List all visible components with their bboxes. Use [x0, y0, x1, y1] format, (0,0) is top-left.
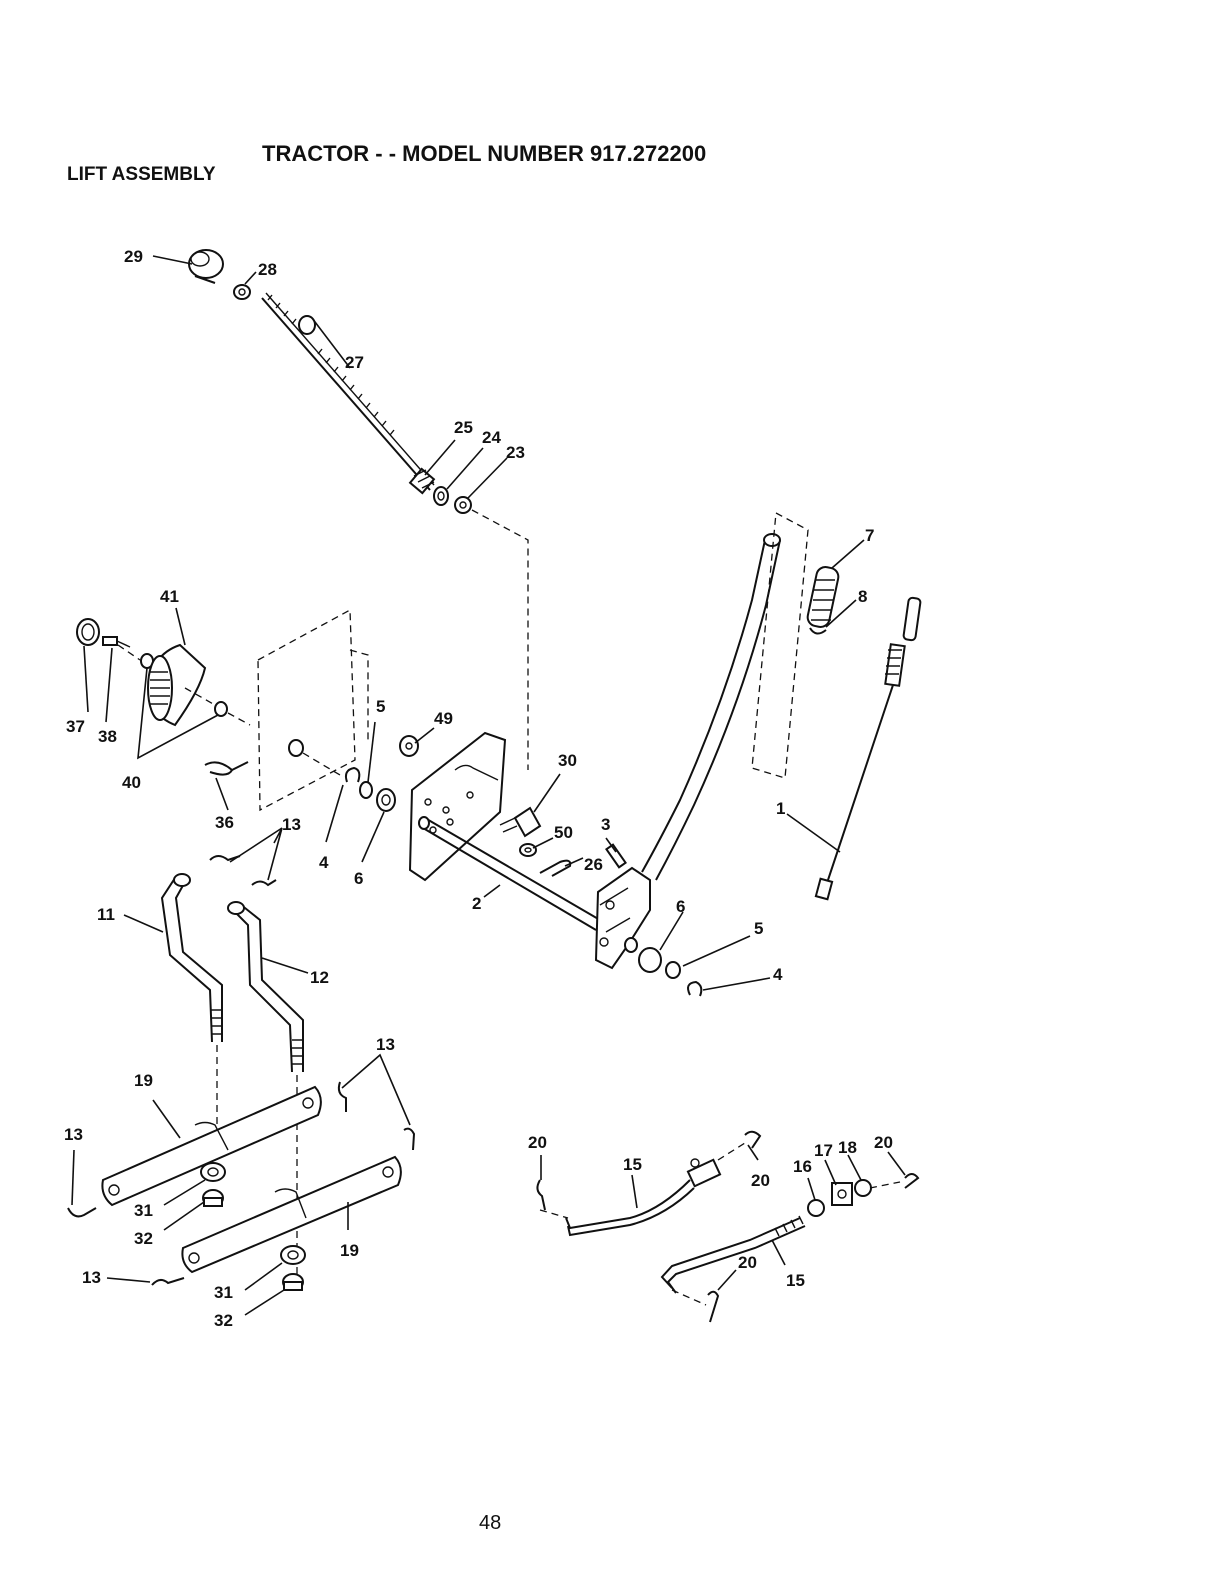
callout-15-b: 15 — [786, 1271, 805, 1290]
trunnion-17 — [832, 1183, 852, 1205]
knob-29 — [189, 250, 223, 283]
callout-13-a: 13 — [282, 815, 301, 834]
retainer-4-left — [346, 768, 359, 782]
callout-20-b: 20 — [751, 1171, 770, 1190]
spring-clip-36 — [205, 762, 248, 775]
clip-13-lower-d — [152, 1278, 184, 1285]
callout-19-a: 19 — [134, 1071, 153, 1090]
washer-49 — [400, 736, 418, 756]
callout-6-left: 6 — [354, 869, 363, 888]
callout-41: 41 — [160, 587, 179, 606]
callout-5-right: 5 — [754, 919, 763, 938]
ferrule-16 — [808, 1200, 824, 1216]
callout-50: 50 — [554, 823, 573, 842]
pin-3 — [606, 845, 625, 868]
callout-38: 38 — [98, 727, 117, 746]
callout-31-b: 31 — [214, 1283, 233, 1302]
callout-8: 8 — [858, 587, 867, 606]
nut-28 — [234, 285, 250, 299]
callout-15-a: 15 — [623, 1155, 642, 1174]
callout-16: 16 — [793, 1157, 812, 1176]
callout-31-a: 31 — [134, 1201, 153, 1220]
callout-2: 2 — [472, 894, 481, 913]
bushing-31-upper — [201, 1163, 225, 1181]
callout-30: 30 — [558, 751, 577, 770]
callout-4-right: 4 — [773, 965, 783, 984]
pin-bracket-30 — [500, 808, 540, 836]
cotter-pin-26 — [540, 861, 570, 876]
frame-panel — [258, 610, 355, 810]
callout-13-d: 13 — [82, 1268, 101, 1287]
callout-1: 1 — [776, 799, 785, 818]
callout-32-b: 32 — [214, 1311, 233, 1330]
mounting-plate — [410, 733, 505, 880]
bearing-6-right — [625, 938, 661, 972]
washer-24 — [434, 487, 448, 505]
callout-37: 37 — [66, 717, 85, 736]
clip-20-d — [708, 1292, 718, 1322]
cable-1 — [816, 597, 921, 899]
callout-4-left: 4 — [319, 853, 329, 872]
callout-18: 18 — [838, 1138, 857, 1157]
adjustment-rod-27 — [262, 293, 434, 490]
spring-8 — [810, 628, 826, 634]
nut-18 — [855, 1180, 871, 1196]
bushing-31-lower — [281, 1246, 305, 1264]
callout-6-right: 6 — [676, 897, 685, 916]
washer-50 — [520, 844, 536, 856]
lift-lever — [642, 534, 780, 880]
page-number: 48 — [479, 1512, 501, 1535]
callout-13-c: 13 — [64, 1125, 83, 1144]
callout-49: 49 — [434, 709, 453, 728]
callout-40: 40 — [122, 773, 141, 792]
lift-link-11 — [162, 874, 222, 1042]
callout-12: 12 — [310, 968, 329, 987]
callout-7: 7 — [865, 526, 874, 545]
washer-5-left — [360, 782, 372, 798]
callout-20-c: 20 — [874, 1133, 893, 1152]
clip-13-upper-b — [252, 880, 276, 885]
callout-20-a: 20 — [528, 1133, 547, 1152]
clip-13-lower-b — [404, 1129, 414, 1150]
callout-3: 3 — [601, 815, 610, 834]
callout-11: 11 — [97, 905, 115, 924]
lift-link-12 — [228, 902, 303, 1072]
nut-32-lower — [283, 1274, 303, 1290]
clip-13-lower-c — [68, 1208, 96, 1216]
callout-20-d: 20 — [738, 1253, 757, 1272]
screw-38 — [103, 637, 130, 647]
retainer-4-right — [688, 982, 701, 996]
callout-17: 17 — [814, 1141, 833, 1160]
ring-37 — [77, 619, 99, 645]
callout-32-a: 32 — [134, 1229, 153, 1248]
callout-26: 26 — [584, 855, 603, 874]
nut-23 — [455, 497, 471, 513]
washer-40b — [215, 702, 227, 716]
clip-20-a — [537, 1180, 545, 1210]
callout-19-b: 19 — [340, 1241, 359, 1260]
callout-13-b: 13 — [376, 1035, 395, 1054]
callout-5-left: 5 — [376, 697, 385, 716]
front-rod-15-lower — [662, 1216, 805, 1293]
callout-36: 36 — [215, 813, 234, 832]
callout-29: 29 — [124, 247, 143, 266]
callout-24: 24 — [482, 428, 501, 447]
callout-25: 25 — [454, 418, 473, 437]
callout-27: 27 — [345, 353, 364, 372]
callout-28: 28 — [258, 260, 277, 279]
clip-20-c — [905, 1174, 918, 1188]
washer-5-right — [666, 962, 680, 978]
grip-outline — [752, 513, 808, 778]
lift-arm-19-upper — [102, 1087, 320, 1205]
clip-20-b — [745, 1132, 760, 1148]
height-knob-41 — [148, 645, 205, 725]
nut-32-upper — [203, 1190, 223, 1206]
bushing-panel — [289, 740, 303, 756]
callout-23: 23 — [506, 443, 525, 462]
bearing-6-left — [377, 789, 395, 811]
front-rod-15-upper — [566, 1159, 720, 1235]
